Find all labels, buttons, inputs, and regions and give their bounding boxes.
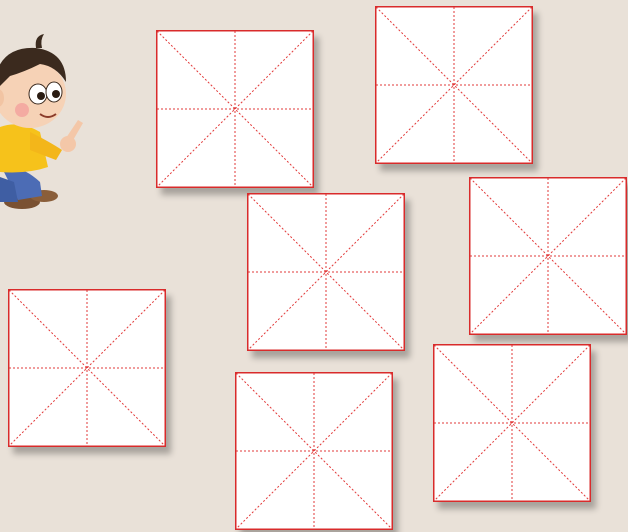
grid-card-6 [235,372,393,530]
mi-zi-ge-writing-grid-icon [469,177,627,335]
mi-zi-ge-writing-grid-icon [8,289,166,447]
grid-card-2 [375,6,533,164]
grid-card-5 [8,289,166,447]
grid-card-3 [247,193,405,351]
grid-card-1 [156,30,314,188]
cartoon-boy-pointing-icon [0,32,100,222]
grid-card-4 [469,177,627,335]
mi-zi-ge-writing-grid-icon [433,344,591,502]
mi-zi-ge-writing-grid-icon [156,30,314,188]
mi-zi-ge-writing-grid-icon [235,372,393,530]
grid-card-7 [433,344,591,502]
mi-zi-ge-writing-grid-icon [375,6,533,164]
mi-zi-ge-writing-grid-icon [247,193,405,351]
